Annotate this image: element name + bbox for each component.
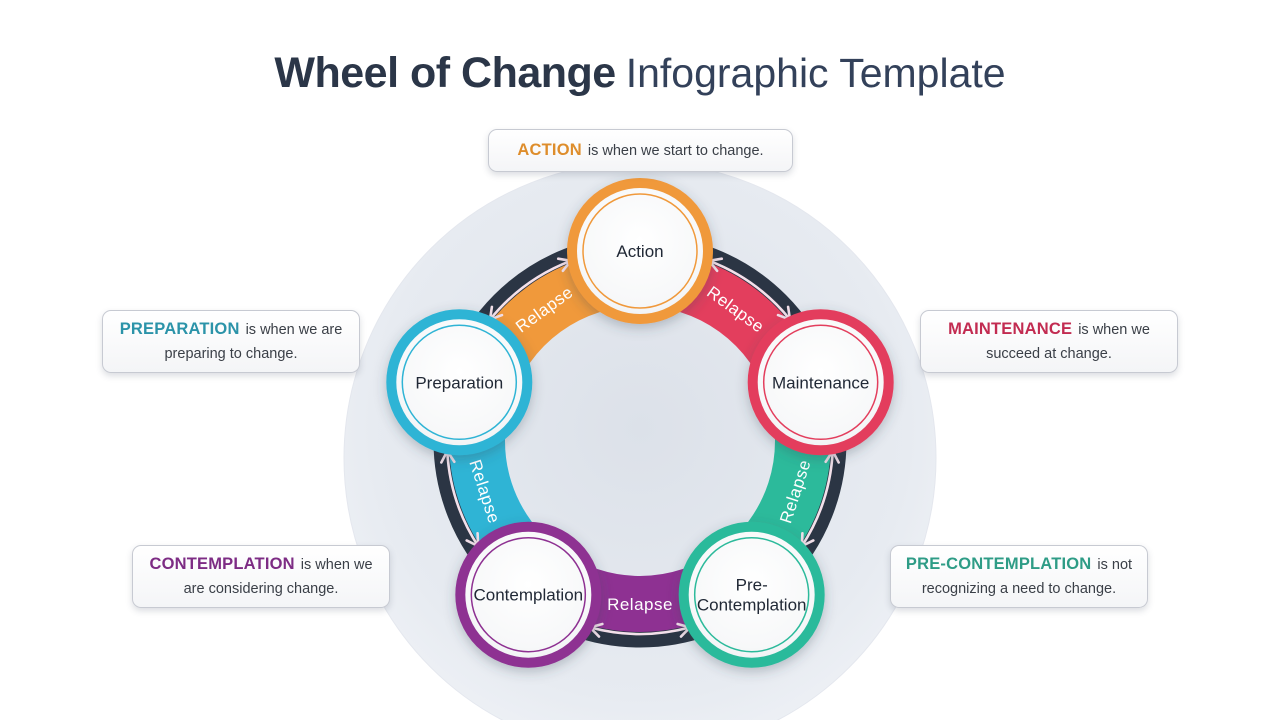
node-label-maintenance: Maintenance (772, 373, 869, 392)
node-action: Action (567, 178, 713, 324)
callout-pre-contemplation-desc: is not recognizing a need to change. (921, 557, 1133, 597)
node-label-pre-contemplation: Pre-Contemplation (697, 576, 807, 615)
title-subtitle: Infographic Template (625, 50, 1006, 96)
title-main: Wheel of Change (274, 49, 616, 97)
callout-action-text: ACTION is when we start to change. (517, 138, 763, 163)
node-contemplation: Contemplation (455, 521, 602, 668)
node-label-preparation: Preparation (415, 373, 503, 392)
callout-action-desc: is when we start to change. (587, 143, 764, 159)
relapse-label: Relapse (607, 595, 673, 614)
node-pre-contemplation: Pre-Contemplation (678, 521, 825, 668)
callout-maintenance-desc: is when we succeed at change. (986, 322, 1150, 362)
callout-action: ACTION is when we start to change. (488, 129, 793, 172)
callout-pre-contemplation-term: PRE-CONTEMPLATION (905, 555, 1092, 573)
node-maintenance: Maintenance (747, 309, 894, 456)
callout-action-term: ACTION (517, 141, 582, 159)
callout-contemplation-term: CONTEMPLATION (149, 555, 295, 573)
callout-contemplation-desc: is when we are considering change. (183, 557, 373, 597)
callout-preparation-desc: is when we are preparing to change. (164, 322, 343, 362)
node-label-action: Action (616, 242, 663, 261)
callout-preparation-term: PREPARATION (119, 320, 240, 338)
callout-maintenance-term: MAINTENANCE (948, 320, 1073, 338)
node-preparation: Preparation (386, 309, 533, 456)
node-label-contemplation: Contemplation (474, 586, 584, 605)
